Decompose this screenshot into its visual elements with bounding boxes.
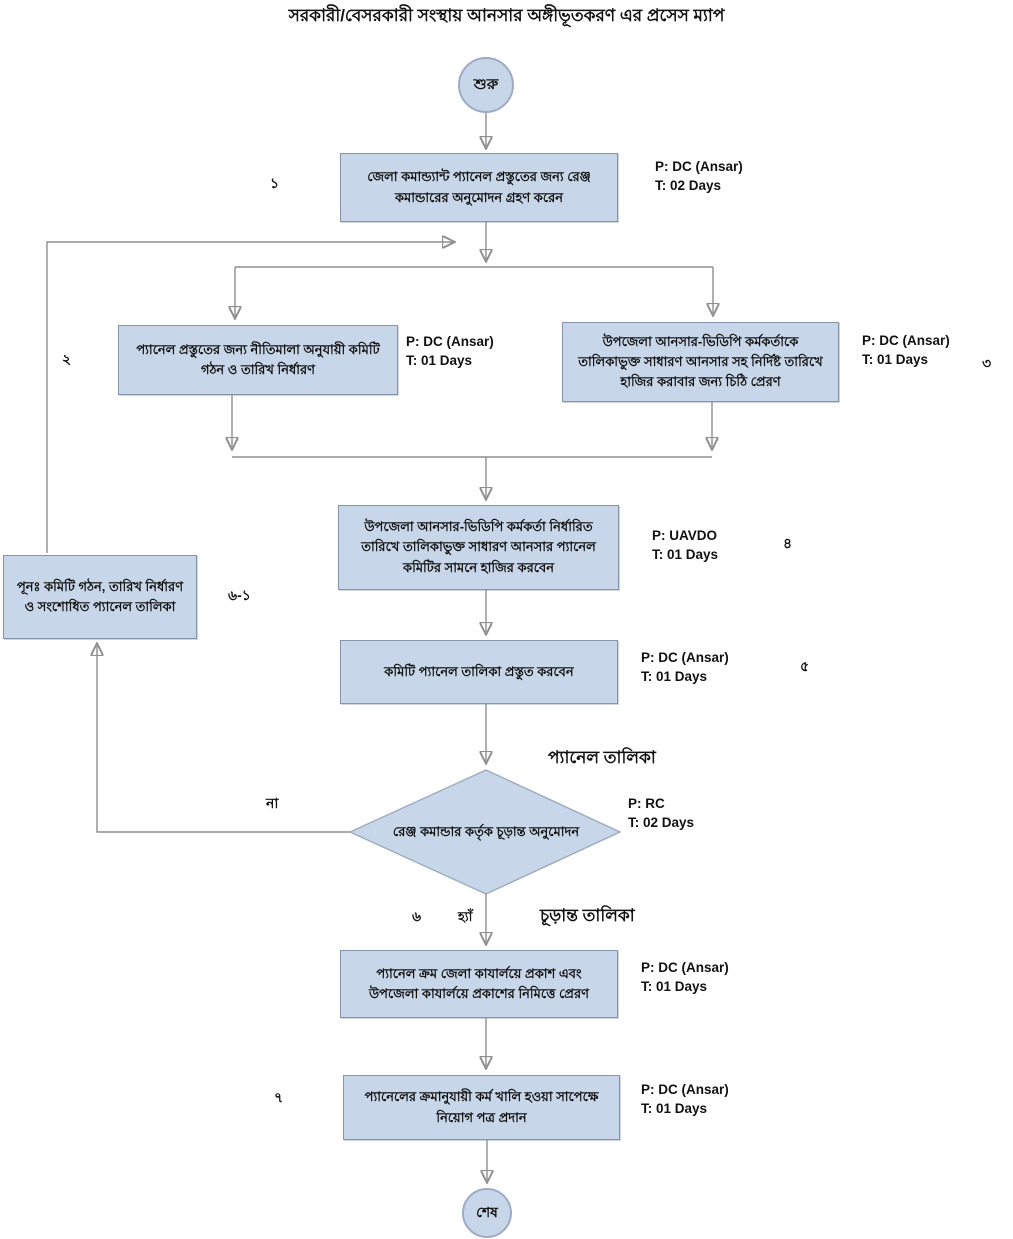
step7-time: T: 01 Days [641,1100,708,1116]
step3-performer: P: DC (Ansar) [862,333,950,348]
connector-revision-feedback [46,242,452,553]
step3-box: উপজেলা আনসার-ভিডিপি কর্মকর্তাকে তালিকাভু… [562,322,839,402]
page-title: সরকারী/বেসরকারী সংস্থায় আনসার অঙ্গীভূতক… [288,6,725,25]
step7-performer: P: DC (Ansar) [641,1082,729,1097]
revision-number: ৬-১ [228,587,251,603]
start-label: শুরু [473,75,499,93]
step3-text: উপজেলা আনসার-ভিডিপি কর্মকর্তাকে তালিকাভু… [578,333,823,390]
decision-time: T: 02 Days [628,814,695,830]
decision-performer: P: RC [628,796,665,811]
revision-box: পূনঃ কমিটি গঠন, তারিখ নির্ধারণ ও সংশোধিত… [3,555,197,639]
step2-number: ২ [62,351,72,367]
step2-time: T: 01 Days [406,352,473,368]
step2-box: প্যানেল প্রস্তুতের জন্য নীতিমালা অনুযায়… [118,325,398,395]
step3-time: T: 01 Days [862,351,929,367]
decision-yes-label: হ্যাঁ [458,909,473,924]
step2-text: প্যানেল প্রস্তুতের জন্য নীতিমালা অনুযায়… [136,341,380,377]
step5-performer: P: DC (Ansar) [641,650,729,665]
step3-number: ৩ [982,355,992,371]
decision-diamond-shape [348,769,622,895]
step5-number: ৫ [800,658,810,674]
step1-box: জেলা কমান্ড্যান্ট প্যানেল প্রস্তুতের জন্… [340,153,618,222]
decision-output-label: প্যানেল তালিকা [548,748,656,767]
step2-performer: P: DC (Ansar) [406,334,494,349]
revision-text: পূনঃ কমিটি গঠন, তারিখ নির্ধারণ ও সংশোধিত… [16,578,184,614]
step5-annotation: P: DC (Ansar) T: 01 Days [641,649,729,687]
step5-time: T: 01 Days [641,668,708,684]
step1-performer: P: DC (Ansar) [655,159,743,174]
step4-time: T: 01 Days [652,546,719,562]
decision-yes-output-label: চূড়ান্ত তালিকা [540,906,635,925]
decision-number: ৬ [412,908,422,924]
step4-number: ৪ [783,535,793,551]
step4-performer: P: UAVDO [652,528,718,543]
step7-box: প্যানেলের ক্রমানুযায়ী কর্ম খালি হওয়া স… [343,1075,620,1140]
step1-time: T: 02 Days [655,177,722,193]
step5-box: কমিটি প্যানেল তালিকা প্রস্তুত করবেন [340,640,618,704]
step6-box: প্যানেল ক্রম জেলা কাযার্লয়ে প্রকাশ এবং … [340,950,618,1018]
step6-annotation: P: DC (Ansar) T: 01 Days [641,959,729,997]
start-node: শুরু [458,57,514,113]
step6-text: প্যানেল ক্রম জেলা কাযার্লয়ে প্রকাশ এবং … [369,965,589,1001]
step4-box: উপজেলা আনসার-ভিডিপি কর্মকর্তা নির্ধারিত … [338,505,619,590]
end-label: শেষ [476,1204,498,1220]
step6-performer: P: DC (Ansar) [641,960,729,975]
decision-annotation: P: RC T: 02 Days [628,795,694,833]
step6-time: T: 01 Days [641,978,708,994]
connector-decision-no-to-revision [97,646,350,833]
step7-annotation: P: DC (Ansar) T: 01 Days [641,1081,729,1119]
step5-text: কমিটি প্যানেল তালিকা প্রস্তুত করবেন [384,663,574,679]
step4-text: উপজেলা আনসার-ভিডিপি কর্মকর্তা নির্ধারিত … [361,519,596,575]
step4-annotation: P: UAVDO T: 01 Days [652,527,718,565]
step1-text: জেলা কমান্ড্যান্ট প্যানেল প্রস্তুতের জন্… [367,169,591,205]
step1-annotation: P: DC (Ansar) T: 02 Days [655,158,743,196]
decision-no-label: না [266,795,279,811]
decision-text: রেঞ্জ কমান্ডার কর্তৃক চূড়ান্ত অনুমোদন [392,823,580,839]
step7-number: ৭ [274,1089,284,1105]
step7-text: প্যানেলের ক্রমানুযায়ী কর্ম খালি হওয়া স… [364,1089,599,1125]
step2-annotation: P: DC (Ansar) T: 01 Days [406,333,494,371]
step3-annotation: P: DC (Ansar) T: 01 Days [862,332,950,370]
step1-number: ১ [270,175,280,191]
end-node: শেষ [462,1188,512,1238]
